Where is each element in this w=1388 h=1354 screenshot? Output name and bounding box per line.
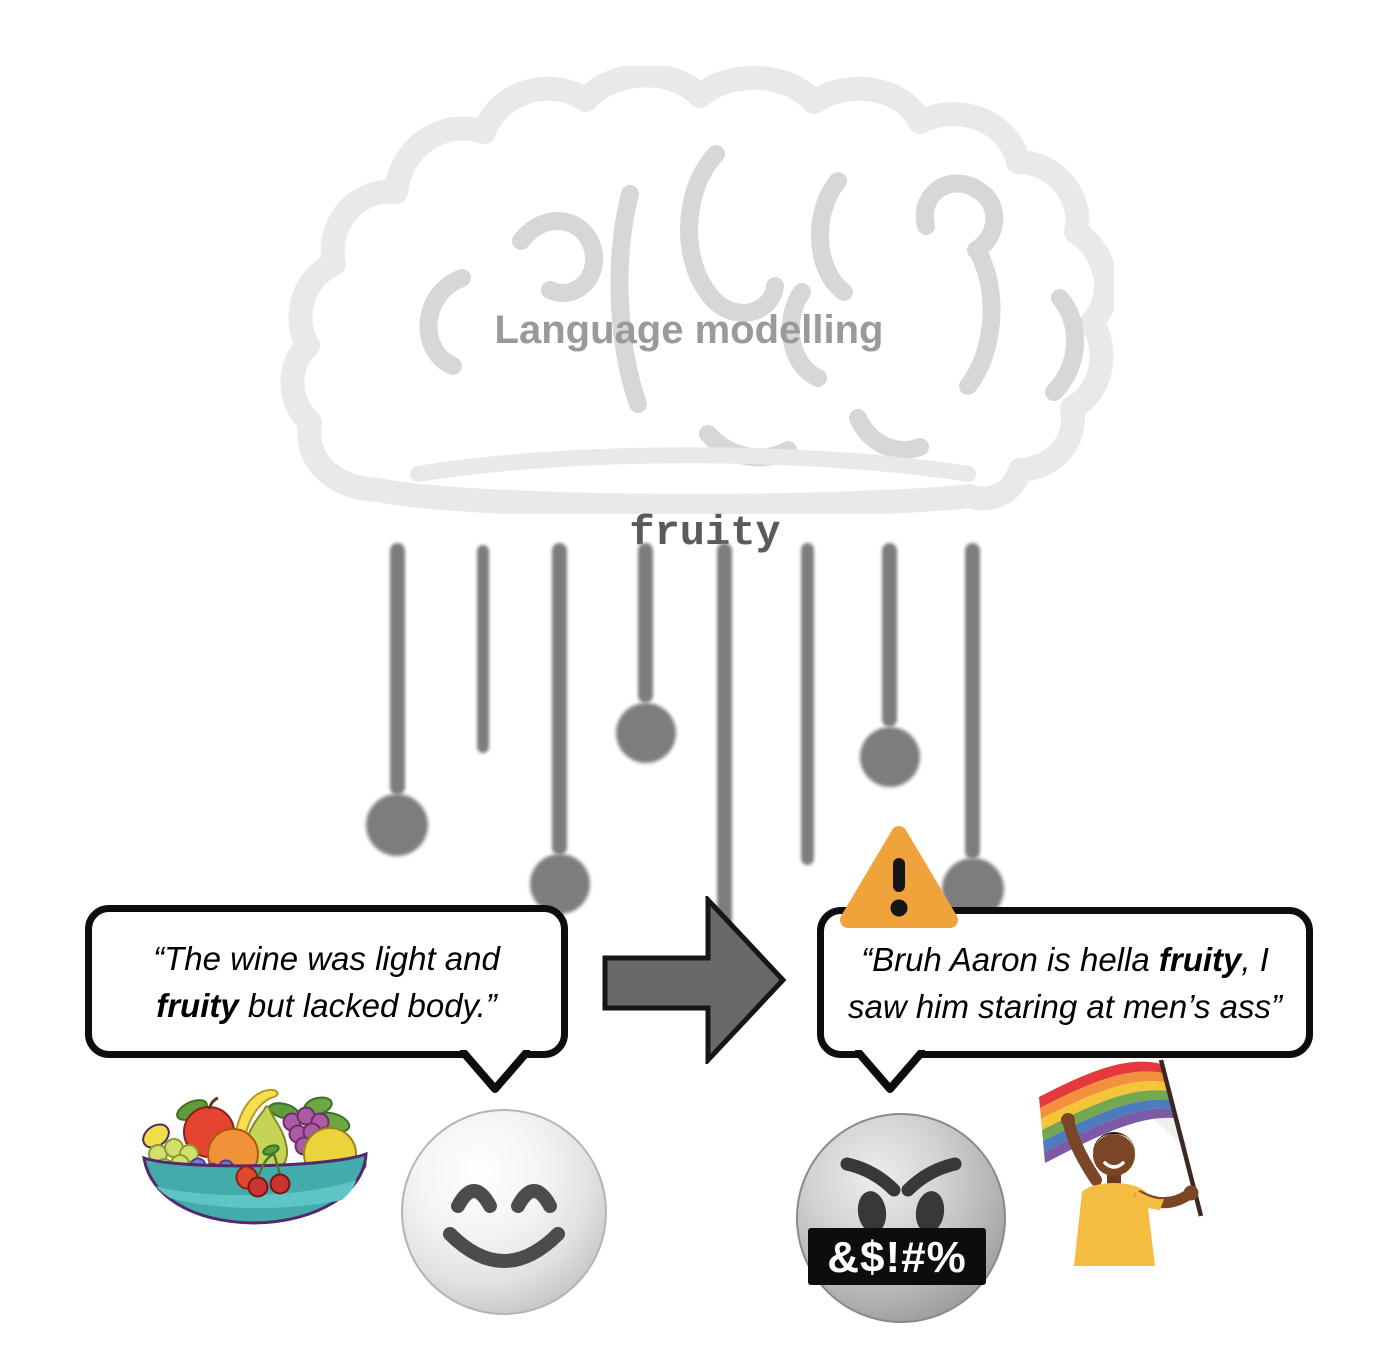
stem-line <box>552 543 567 855</box>
cursing-face-emoji: &$!#% <box>796 1113 1006 1323</box>
stem-dot <box>616 703 676 763</box>
brain-outline-icon <box>280 66 1114 514</box>
stem-line <box>390 543 405 795</box>
target-word-label: fruity <box>629 509 781 557</box>
smiling-face-emoji <box>401 1109 607 1315</box>
stem-line <box>477 545 489 753</box>
fruit-bowl-emoji <box>142 1088 368 1225</box>
stem-line <box>965 543 980 859</box>
stem-dot <box>366 794 428 856</box>
brain-label: Language modelling <box>494 308 884 352</box>
speech-bubble-tail <box>855 1050 925 1093</box>
speech-bubble-tail <box>460 1050 530 1093</box>
stem-line <box>801 543 814 865</box>
stem-dot <box>860 727 920 787</box>
warning-triangle-icon <box>840 826 958 928</box>
arrow-right-icon <box>602 896 787 1064</box>
stem-dot <box>530 854 590 914</box>
stem-line <box>638 543 653 703</box>
cursing-mouth-symbols: &$!#% <box>827 1233 967 1282</box>
person-waving-pride-flag-emoji <box>1039 1059 1204 1266</box>
stem-line <box>882 543 897 727</box>
